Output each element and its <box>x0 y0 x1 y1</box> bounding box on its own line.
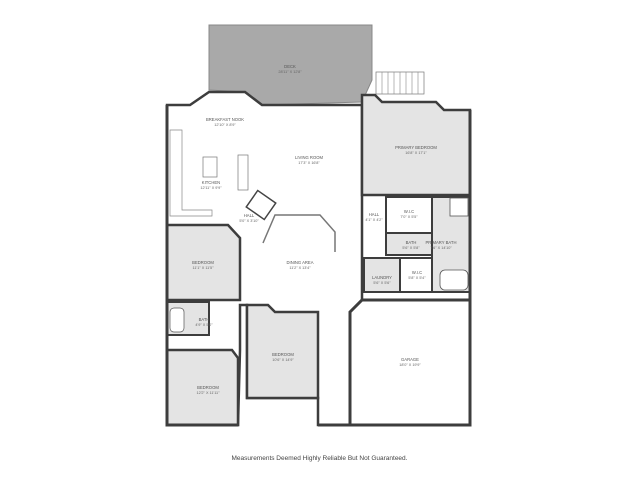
disclaimer-footer: Measurements Deemed Highly Reliable But … <box>231 455 408 462</box>
room-label: PRIMARY BATH <box>426 240 457 245</box>
hall-bathtub <box>169 307 185 333</box>
room-label: HALL <box>369 212 380 217</box>
room-label: W.I.C <box>404 209 414 214</box>
room-label: LAUNDRY <box>372 275 392 280</box>
bathtub <box>439 269 469 291</box>
room-label: GARAGE <box>401 357 419 362</box>
room-dims: 7'0" X 5'5" <box>400 215 418 219</box>
room-label: BATH <box>199 317 210 322</box>
room-label: BEDROOM <box>197 385 219 390</box>
room-label: DECK <box>284 64 296 69</box>
room-dims: 16'8" X 17'1" <box>405 151 427 155</box>
room-dims: 5'6" X 5'6" <box>373 281 391 285</box>
room-label: PRIMARY BEDROOM <box>395 145 437 150</box>
room-dims: 18'0" X 19'9" <box>399 363 421 367</box>
room-label: BEDROOM <box>272 352 294 357</box>
room-label: LIVING ROOM <box>295 155 323 160</box>
interior-stairs <box>245 189 277 221</box>
room-dims: 10'6" X 14'9" <box>272 358 294 362</box>
outer-walls <box>165 105 472 427</box>
room-dims: 7'6" X 14'10" <box>430 246 452 250</box>
room-label: BREAKFAST NOOK <box>206 117 244 122</box>
room-label: KITCHEN <box>202 180 220 185</box>
room-dims: 11'2" X 13'4" <box>289 266 311 270</box>
room-dims: 28'11" X 12'8" <box>278 70 302 74</box>
room-dims: 12'2" X 11'11" <box>196 391 220 395</box>
kitchen-island <box>202 156 218 178</box>
room-label: W.I.C <box>412 270 422 275</box>
room-dims: 12'11" X 9'9" <box>200 186 222 190</box>
room-dims: 4'9" X 5'0" <box>195 323 213 327</box>
deck <box>208 24 373 106</box>
wic-1-area <box>385 196 433 234</box>
room-dims: 17'3" X 16'8" <box>298 161 320 165</box>
bath-primary-area <box>385 232 433 256</box>
bedroom-2-area <box>245 303 320 400</box>
room-label: BEDROOM <box>192 260 214 265</box>
room-dims: 5'8" X 5'4" <box>408 276 426 280</box>
room-label: DINING AREA <box>287 260 314 265</box>
kitchen-counters <box>169 129 249 217</box>
room-label: HALL <box>244 213 255 218</box>
room-labels: DECK 28'11" X 12'8" BREAKFAST NOOK 12'10… <box>192 64 456 395</box>
shower <box>449 197 469 217</box>
room-dims: 4'1" X 4'2" <box>365 218 383 222</box>
room-dims: 12'10" X 8'9" <box>214 123 236 127</box>
room-label: BATH <box>406 240 417 245</box>
deck-stairs <box>375 71 425 95</box>
primary-bedroom-area <box>360 93 472 197</box>
room-dims: 11'1" X 11'5" <box>193 266 215 270</box>
room-dims: 5'0" X 3'10" <box>239 219 259 223</box>
wic-2-area <box>399 257 433 293</box>
dining-bay-wall <box>262 214 336 252</box>
room-dims: 5'6" X 5'8" <box>402 246 420 250</box>
